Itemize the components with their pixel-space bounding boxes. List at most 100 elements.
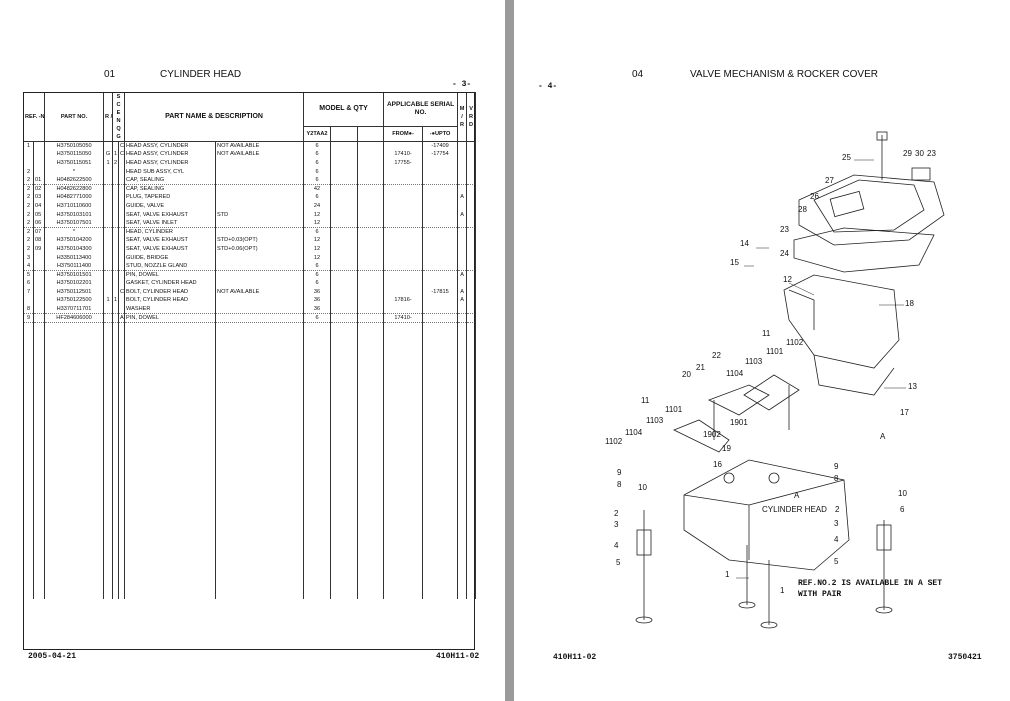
callout-label: 8 xyxy=(834,474,839,483)
callout-label: 21 xyxy=(696,363,705,372)
callout-label: 1103 xyxy=(646,416,664,425)
callout-label: 3 xyxy=(834,519,839,528)
callout-label: 20 xyxy=(682,370,691,379)
callout-label: 5 xyxy=(834,557,839,566)
cell-qg xyxy=(118,193,126,202)
cell-empty xyxy=(357,167,385,176)
cell-upto xyxy=(422,236,459,245)
cell-qg xyxy=(118,279,126,288)
cell-empty xyxy=(466,183,477,194)
cell-sub: 09 xyxy=(32,244,46,254)
callout-label: 2 xyxy=(835,505,840,514)
callout-label: A xyxy=(880,432,886,441)
cell-empty xyxy=(357,279,385,288)
valves xyxy=(635,510,893,629)
callout-label: 1102 xyxy=(786,338,804,347)
callout-label: 1102 xyxy=(605,437,623,446)
cell-empty xyxy=(303,321,332,600)
callout-label: 19 xyxy=(722,444,731,453)
cell-qg xyxy=(118,167,126,176)
callout-label: 6 xyxy=(900,505,905,514)
cell-qg xyxy=(118,158,126,168)
callout-label: 28 xyxy=(798,205,807,214)
callout-label: 9 xyxy=(834,462,839,471)
cell-empty xyxy=(357,236,385,245)
cell-upto xyxy=(422,261,459,271)
cell-empty xyxy=(357,304,385,314)
callout-label: 8 xyxy=(617,480,622,489)
cell-sub: 02 xyxy=(32,183,46,194)
callout-label: 1902 xyxy=(703,430,721,439)
cell-upto: -17409 xyxy=(422,141,459,151)
cell-sub: 06 xyxy=(32,218,46,228)
cell-upto xyxy=(422,167,459,176)
cell-empty xyxy=(357,296,385,305)
cell-empty xyxy=(466,193,477,202)
cell-upto xyxy=(422,312,459,323)
callout-label: 30 xyxy=(915,149,924,158)
cell-qg xyxy=(118,296,126,305)
callout-label: 4 xyxy=(834,535,839,544)
cell-upto xyxy=(422,175,459,185)
cell-upto xyxy=(422,279,459,288)
cell-empty xyxy=(357,218,385,228)
cell-empty xyxy=(357,253,385,262)
cylinder-head xyxy=(683,459,850,571)
cell-upto xyxy=(422,210,459,219)
cell-upto xyxy=(422,183,459,194)
cell-empty xyxy=(357,210,385,219)
rocker-arms xyxy=(673,374,800,453)
section-title: VALVE MECHANISM & ROCKER COVER xyxy=(690,69,878,80)
cell-empty xyxy=(118,321,126,600)
rocker-gasket xyxy=(793,227,935,273)
cell-empty xyxy=(466,236,477,245)
section-number: 04 xyxy=(632,69,644,80)
cell-empty xyxy=(357,244,385,254)
cell-qg xyxy=(118,210,126,219)
cell-empty xyxy=(32,321,46,600)
cell-empty xyxy=(357,261,385,271)
cell-qg xyxy=(118,244,126,254)
cell-empty xyxy=(466,218,477,228)
cell-sub xyxy=(32,296,46,305)
footer-code: 410H11-02 xyxy=(436,652,480,661)
callout-label: 10 xyxy=(638,483,647,492)
cell-upto xyxy=(422,269,459,279)
cell-empty xyxy=(466,150,477,159)
col-scenqg: S C E N Q G xyxy=(112,92,126,142)
note-line-1: REF.NO.2 IS AVAILABLE IN A SET xyxy=(798,579,943,588)
callout-label: 13 xyxy=(908,382,917,391)
cell-empty xyxy=(124,321,217,600)
cell-empty xyxy=(357,201,385,211)
cell-empty xyxy=(466,253,477,262)
cell-upto: -17815 xyxy=(422,287,459,297)
callout-label: 1104 xyxy=(625,428,643,437)
page-number: - 4- xyxy=(538,82,558,91)
col-upto: -●UPTO xyxy=(422,125,459,143)
cell-empty xyxy=(44,321,105,600)
leader-lines xyxy=(736,159,906,579)
cell-qg: A xyxy=(118,312,126,323)
cell-sub xyxy=(32,141,46,151)
cell-empty xyxy=(466,201,477,211)
rocker-cover xyxy=(798,131,945,246)
cell-sub xyxy=(32,279,46,288)
right-page: - 4- 04 VALVE MECHANISM & ROCKER COVER 2… xyxy=(514,0,1010,701)
cell-upto xyxy=(422,158,459,168)
note-line-2: WITH PAIR xyxy=(798,590,842,599)
cell-upto: -17754 xyxy=(422,150,459,159)
cell-empty xyxy=(466,244,477,254)
cell-qg xyxy=(118,175,126,185)
cell-sub: 01 xyxy=(32,175,46,185)
callout-label: 24 xyxy=(780,249,789,258)
